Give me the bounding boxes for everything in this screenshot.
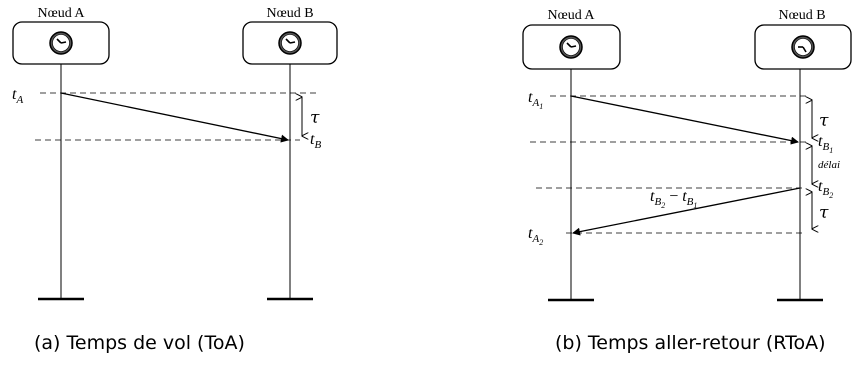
label-ta2: tA2	[528, 225, 543, 247]
label-ta: tA	[12, 86, 23, 106]
clock-icon	[278, 31, 302, 55]
panel-a: Nœud A Nœud B tA τ tB	[12, 6, 338, 301]
response-arrow	[572, 187, 801, 236]
node-b-label: Nœud B	[266, 6, 313, 21]
caption-b: (b) Temps aller-retour (RToA)	[555, 332, 826, 354]
clock-icon	[559, 35, 583, 59]
label-ta1: tA1	[528, 89, 543, 111]
label-tau: τ	[310, 108, 320, 128]
label-tau-bottom: τ	[819, 203, 829, 223]
label-tb2: tB2	[818, 178, 833, 200]
node-b-label: Nœud B	[778, 8, 825, 23]
label-tb: tB	[310, 131, 321, 151]
label-delay: délai	[818, 159, 840, 171]
caption-a: (a) Temps de vol (ToA)	[34, 332, 245, 354]
request-arrow	[570, 95, 799, 145]
clock-icon	[49, 31, 73, 55]
label-time-difference: tB2 − tB1	[650, 188, 697, 210]
message-arrow	[60, 92, 289, 143]
node-a-label: Nœud A	[547, 8, 595, 23]
clock-icon	[791, 35, 815, 59]
panel-b: Nœud A Nœud B tA1 τ	[522, 8, 852, 302]
label-tau-top: τ	[819, 111, 829, 131]
label-tb1: tB1	[818, 133, 833, 155]
node-a-label: Nœud A	[37, 6, 85, 21]
